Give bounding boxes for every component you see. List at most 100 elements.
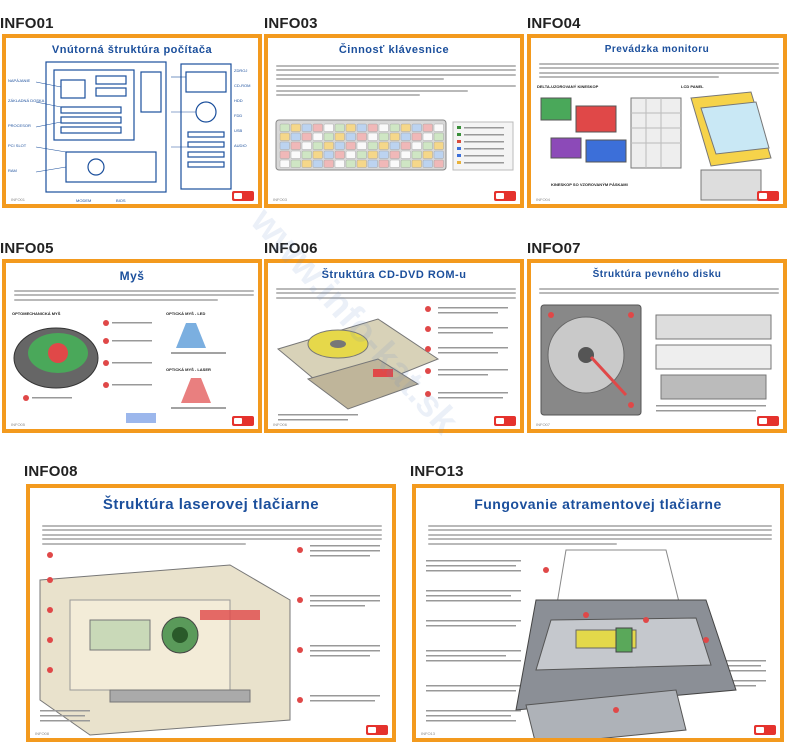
keyboard-key — [334, 150, 345, 159]
label-procesor: PROCESOR — [8, 123, 31, 128]
body-text — [276, 285, 516, 301]
keyboard-key — [389, 132, 400, 141]
poster-code-info05: INFO05 — [0, 240, 54, 257]
keyboard-key — [400, 132, 411, 141]
keyboard-key — [301, 141, 312, 150]
poster-info01[interactable]: Vnútorná štruktúra počítača — [2, 34, 262, 208]
body-text — [539, 60, 779, 81]
publisher-logo — [232, 191, 254, 201]
label-delta-kineskop: DELTA-UZOROVANÝ KINESKOP — [537, 84, 599, 89]
keyboard-key — [290, 123, 301, 132]
label-audio: AUDIO — [234, 143, 247, 148]
poster-title: Štruktúra laserovej tlačiarne — [102, 496, 320, 513]
keyboard-key — [323, 123, 334, 132]
keyboard-key — [290, 150, 301, 159]
keyboard-key — [378, 141, 389, 150]
label-cdrom: CD-ROM — [234, 83, 250, 88]
keyboard-key — [411, 123, 422, 132]
publisher-logo — [232, 416, 254, 426]
body-text — [539, 285, 779, 297]
laser-printer-illustration — [39, 545, 380, 736]
poster-info08[interactable]: Štruktúra laserovej tlačiarne INFO08 — [26, 484, 396, 742]
keyboard-key — [400, 141, 411, 150]
body-text — [276, 62, 516, 99]
keyboard-key — [334, 123, 345, 132]
poster-info13[interactable]: Fungovanie atramentovej tlačiarne INFO13 — [412, 484, 784, 742]
poster-title: Prevádzka monitoru — [604, 44, 710, 55]
label-opticka-led: OPTICKÁ MYŠ - LED — [166, 311, 205, 316]
poster-code-info04: INFO04 — [527, 15, 581, 32]
keyboard-key — [389, 159, 400, 168]
keyboard-key — [301, 150, 312, 159]
label-pci-slot: PCI SLOT — [8, 143, 27, 148]
keyboard-key — [378, 150, 389, 159]
keyboard-key — [389, 123, 400, 132]
keyboard-key — [422, 159, 433, 168]
keyboard-key — [356, 159, 367, 168]
poster-title: Vnútorná štruktúra počítača — [51, 44, 213, 56]
keyboard-key — [422, 150, 433, 159]
label-fdd: FDD — [234, 113, 242, 118]
keyboard-key — [323, 141, 334, 150]
body-text — [428, 522, 772, 547]
keyboard-key — [334, 159, 345, 168]
keyboard-key — [433, 132, 444, 141]
poster-title: Štruktúra CD-DVD ROM-u — [321, 269, 467, 281]
keyboard-key — [312, 150, 323, 159]
keyboard-key — [422, 132, 433, 141]
poster-code-info06: INFO06 — [264, 240, 318, 257]
keyboard-key — [356, 141, 367, 150]
keyboard-key — [312, 159, 323, 168]
poster-info06[interactable]: Štruktúra CD-DVD ROM-u INFO06 — [264, 259, 524, 433]
keyboard-illustration — [275, 119, 514, 171]
label-bios: BIOS — [116, 198, 126, 203]
keyboard-key — [411, 141, 422, 150]
poster-code-info08: INFO08 — [24, 463, 78, 480]
poster-code-info13: INFO13 — [410, 463, 464, 480]
poster-title: Myš — [119, 269, 145, 283]
hard-disk-illustration — [540, 304, 772, 416]
keyboard-key — [290, 159, 301, 168]
keyboard-key — [356, 123, 367, 132]
label-modem: MODEM — [76, 198, 91, 203]
keyboard-key — [345, 141, 356, 150]
keyboard-key — [411, 132, 422, 141]
poster-info04[interactable]: Prevádzka monitoru DELTA-UZOROVANÝ KINES… — [527, 34, 787, 208]
poster-title: Fungovanie atramentovej tlačiarne — [474, 496, 722, 512]
keyboard-key — [389, 141, 400, 150]
keyboard-key — [367, 141, 378, 150]
keyboard-key — [433, 123, 444, 132]
keyboard-key — [378, 123, 389, 132]
publisher-logo — [754, 725, 776, 735]
keyboard-key — [279, 123, 290, 132]
inkjet-printer-illustration — [426, 549, 766, 738]
keyboard-key — [433, 159, 444, 168]
body-text — [14, 287, 254, 303]
label-kineskop-pasky: KINESKOP SO VZOROVANÝM PÁSKAMI — [551, 182, 628, 187]
keyboard-key — [290, 141, 301, 150]
keyboard-key — [433, 141, 444, 150]
keyboard-key — [345, 132, 356, 141]
keyboard-key — [279, 150, 290, 159]
poster-title: Štruktúra pevného disku — [592, 269, 722, 280]
keyboard-key — [400, 123, 411, 132]
keyboard-key — [400, 159, 411, 168]
poster-code-info07: INFO07 — [527, 240, 581, 257]
keyboard-key — [301, 159, 312, 168]
poster-info03[interactable]: Činnosť klávesnice INFO03 — [264, 34, 524, 208]
label-lcd-panel: LCD PANEL — [681, 84, 704, 89]
computer-case-diagram: NAPÁJANIE ZÁKLADNÁ DOSKA PROCESOR PCI SL… — [8, 61, 250, 203]
publisher-logo — [757, 416, 779, 426]
keyboard-key — [378, 159, 389, 168]
publisher-logo — [366, 725, 388, 735]
keyboard-key — [312, 132, 323, 141]
publisher-logo — [494, 416, 516, 426]
keyboard-key — [334, 132, 345, 141]
poster-info07[interactable]: Štruktúra pevného disku INFO07 — [527, 259, 787, 433]
keyboard-key — [367, 123, 378, 132]
keyboard-key — [389, 150, 400, 159]
keyboard-key — [422, 123, 433, 132]
keyboard-key — [356, 132, 367, 141]
poster-info05[interactable]: Myš OPTOMECHANICKÁ MYŠ OPTICKÁ MYŠ - LED… — [2, 259, 262, 433]
label-hdd: HDD — [234, 98, 243, 103]
